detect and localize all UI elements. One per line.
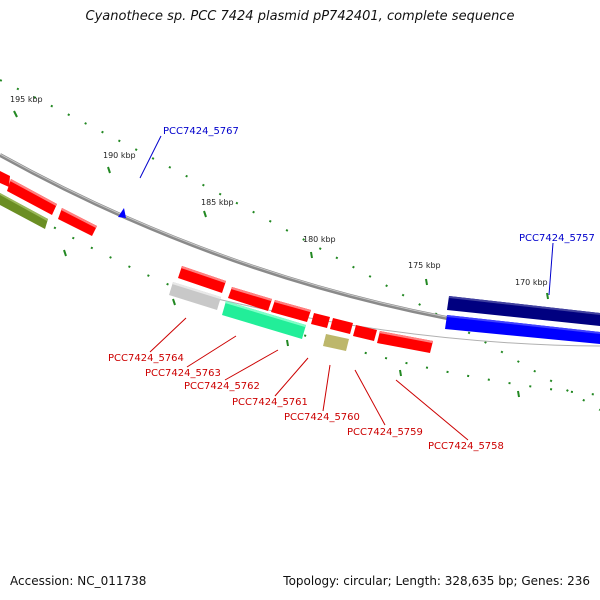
cds-feature — [231, 287, 272, 301]
cds-feature — [225, 301, 306, 327]
cds-feature — [172, 282, 221, 299]
cds-feature — [379, 331, 433, 343]
scale-label: 195 kbp — [10, 95, 43, 104]
cds-feature — [10, 179, 57, 206]
scale-label: 185 kbp — [201, 198, 234, 207]
gene-label[interactable]: PCC7424_5762 — [184, 381, 260, 392]
gene-label[interactable]: PCC7424_5759 — [347, 427, 423, 438]
gene-label[interactable]: PCC7424_5757 — [519, 233, 595, 244]
gene-label[interactable]: PCC7424_5764 — [108, 353, 184, 364]
cds-feature — [311, 313, 330, 328]
cds-feature — [0, 171, 10, 187]
outer-scale-ticks — [0, 79, 600, 411]
major-ticks — [13, 110, 549, 398]
cds-feature — [445, 315, 600, 344]
cds-feature — [228, 287, 272, 311]
reverse-features — [169, 266, 600, 353]
cds-feature — [181, 266, 226, 283]
cds-feature — [274, 300, 311, 312]
accession-label: Accession: NC_011738 — [10, 574, 147, 588]
gene-label[interactable]: PCC7424_5763 — [145, 368, 221, 379]
map-title: Cyanothece sp. PCC 7424 plasmid pP742401… — [85, 9, 515, 24]
cds-feature — [377, 331, 433, 353]
cds-feature — [330, 318, 353, 334]
cds-feature — [0, 193, 48, 229]
gene-label[interactable]: PCC7424_5767 — [163, 126, 239, 137]
cds-feature — [7, 179, 57, 215]
gene-label[interactable]: PCC7424_5761 — [232, 397, 308, 408]
cds-feature — [449, 296, 600, 315]
gene-label[interactable]: PCC7424_5758 — [428, 441, 504, 452]
cds-feature — [178, 266, 226, 293]
gene-label[interactable]: PCC7424_5760 — [284, 412, 360, 423]
cds-feature — [271, 300, 311, 322]
cds-feature — [353, 325, 377, 341]
backbone-inner — [179, 289, 600, 347]
label-leaders — [139, 135, 554, 441]
cds-feature — [447, 315, 600, 334]
strand-arrow — [118, 208, 126, 218]
forward-features — [0, 171, 600, 326]
cds-feature — [169, 282, 221, 310]
scale-label: 190 kbp — [103, 151, 136, 160]
scale-label: 175 kbp — [408, 261, 441, 270]
cds-feature — [0, 193, 48, 221]
cds-feature — [58, 208, 97, 236]
scale-label: 180 kbp — [303, 235, 336, 244]
cds-feature — [222, 301, 306, 339]
cds-feature — [61, 208, 97, 228]
cds-feature — [447, 296, 600, 326]
scale-label: 170 kbp — [515, 278, 548, 287]
topology-summary: Topology: circular; Length: 328,635 bp; … — [283, 574, 590, 588]
cds-feature — [323, 334, 349, 351]
